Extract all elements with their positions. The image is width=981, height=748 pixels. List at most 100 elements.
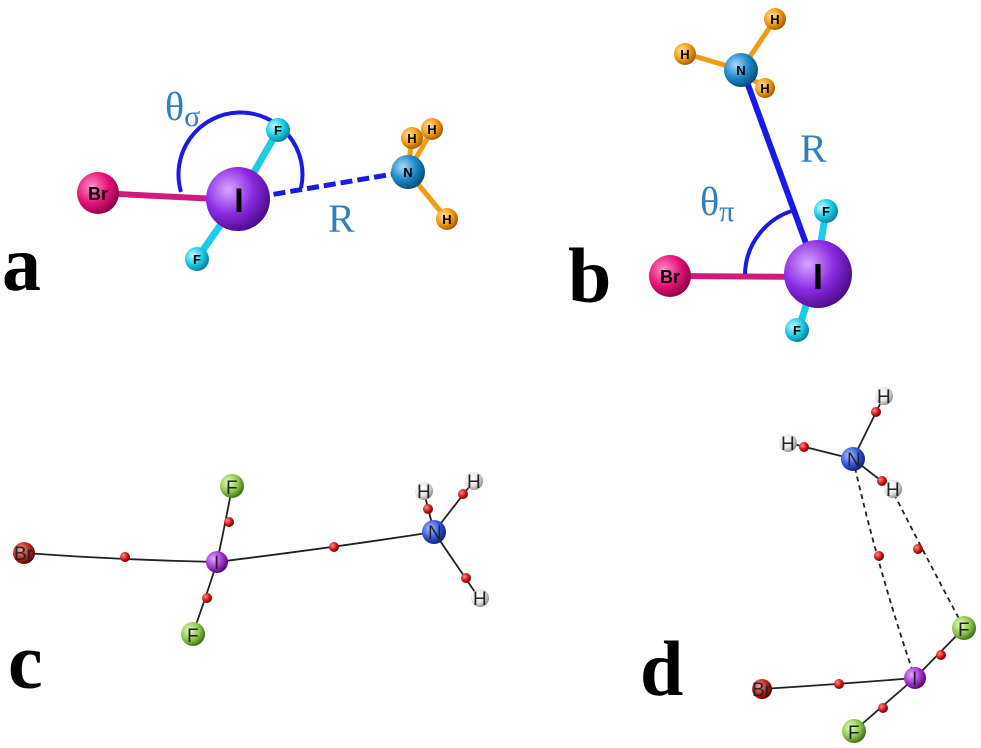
atom-i-label: I (912, 669, 917, 690)
bond-path-n-h3 (433, 531, 480, 599)
atom-br (649, 255, 691, 297)
bond-critical-point (458, 489, 468, 499)
atom-br (77, 172, 119, 214)
bond-critical-point (120, 552, 130, 562)
bond-critical-point (461, 573, 471, 583)
panel-d: Br I F F N H H H d (640, 387, 976, 744)
r-label-a: R (328, 196, 355, 241)
atom-f-lower-label: F (187, 626, 199, 647)
r-label-b: R (800, 126, 827, 171)
atom-n (391, 155, 425, 189)
theta-pi-label: θπ (700, 179, 734, 228)
atom-br (13, 542, 35, 564)
bond-critical-point (877, 476, 887, 486)
atom-br-label: Br (660, 267, 680, 287)
atom-h-1-label: H (877, 387, 891, 408)
atom-h-2-label: H (781, 434, 795, 455)
atom-h-2-label: H (467, 472, 481, 493)
atom-br-label: Br (752, 680, 772, 701)
atom-h-2 (421, 118, 443, 140)
atom-h-3-label: H (760, 81, 769, 96)
bond-critical-point (423, 504, 433, 514)
theta-sigma-label: θσ (165, 84, 200, 133)
atom-h-1-label: H (407, 131, 416, 146)
atom-h-1-label: H (770, 12, 779, 27)
atom-h-1 (875, 387, 893, 405)
bond-critical-point (202, 593, 212, 603)
panel-letter-a: a (2, 220, 41, 307)
atom-h-2 (779, 434, 797, 452)
atom-n-label: N (428, 523, 442, 544)
atom-f-lower (185, 247, 209, 271)
theta-pi-arc (743, 208, 796, 275)
atom-br (752, 679, 772, 699)
atom-f-upper (220, 474, 244, 498)
panel-letter-c: c (8, 618, 43, 705)
atom-f-upper (814, 199, 838, 223)
bond-critical-point (871, 407, 881, 417)
bond-path-i-n (216, 531, 435, 563)
atom-f-lower (842, 719, 866, 743)
atom-n (841, 447, 865, 471)
atom-n (724, 53, 758, 87)
atom-i (206, 167, 270, 231)
bond-path-h-f-dashed (889, 485, 965, 629)
bond-path-n-i-dashed (852, 458, 916, 679)
panel-letter-d: d (640, 625, 683, 712)
panel-c: Br I F F N H H H c (8, 472, 489, 705)
panel-letter-b: b (568, 232, 611, 319)
atom-h-1 (764, 8, 786, 30)
bond-critical-point (913, 544, 923, 554)
atom-f-lower (181, 622, 205, 646)
atom-h-3-label: H (473, 589, 487, 610)
atom-h-3-label: H (442, 212, 451, 227)
atom-h-3 (884, 480, 902, 498)
r-distance-line (741, 72, 818, 270)
atom-h-2 (674, 43, 696, 65)
atom-n-label: N (736, 63, 745, 78)
panel-a: Br I F F H H N H θσ R a (2, 84, 458, 307)
atom-br-label: Br (88, 184, 108, 204)
atom-i-label: I (214, 553, 219, 574)
atom-f-right (952, 616, 976, 640)
atom-h-2-label: H (427, 122, 436, 137)
atom-br-label: Br (14, 544, 34, 565)
atom-i (904, 667, 926, 689)
atom-i (206, 551, 228, 573)
atom-n-label: N (403, 165, 412, 180)
bond-critical-point (329, 542, 339, 552)
atom-f-upper-label: F (274, 123, 282, 138)
atom-n (422, 520, 446, 544)
bond-critical-point (799, 442, 809, 452)
atom-h-1 (415, 482, 433, 500)
atom-f-right-label: F (958, 620, 970, 641)
bond-critical-point (224, 517, 234, 527)
atom-h-3 (471, 589, 489, 607)
atom-n-label: N (847, 450, 861, 471)
bond-path-br-i (23, 552, 218, 563)
atom-f-lower-label: F (793, 323, 801, 338)
atom-i (784, 240, 852, 308)
atom-h-3 (755, 78, 775, 98)
atom-h-2-label: H (680, 47, 689, 62)
atom-f-lower-label: F (193, 252, 201, 267)
atom-i-label: I (234, 182, 243, 220)
atom-h-3-label: H (886, 480, 900, 501)
bond-critical-point (936, 650, 946, 660)
atom-h-3 (436, 208, 458, 230)
atom-h-1 (401, 127, 423, 149)
atom-f-upper (266, 118, 290, 142)
theta-sigma-arc (176, 110, 305, 193)
panel-b: Br F I F H H N H R θπ b (568, 8, 852, 342)
atom-h-2 (465, 472, 483, 490)
atom-f-lower (785, 318, 809, 342)
bond-critical-point (834, 679, 844, 689)
bond-critical-point (878, 703, 888, 713)
atom-f-lower-label: F (848, 723, 860, 744)
atom-i-label: I (813, 256, 823, 297)
atom-h-1-label: H (417, 482, 431, 503)
atom-f-upper-label: F (822, 204, 830, 219)
bond-critical-point (874, 551, 884, 561)
atom-f-upper-label: F (226, 478, 238, 499)
